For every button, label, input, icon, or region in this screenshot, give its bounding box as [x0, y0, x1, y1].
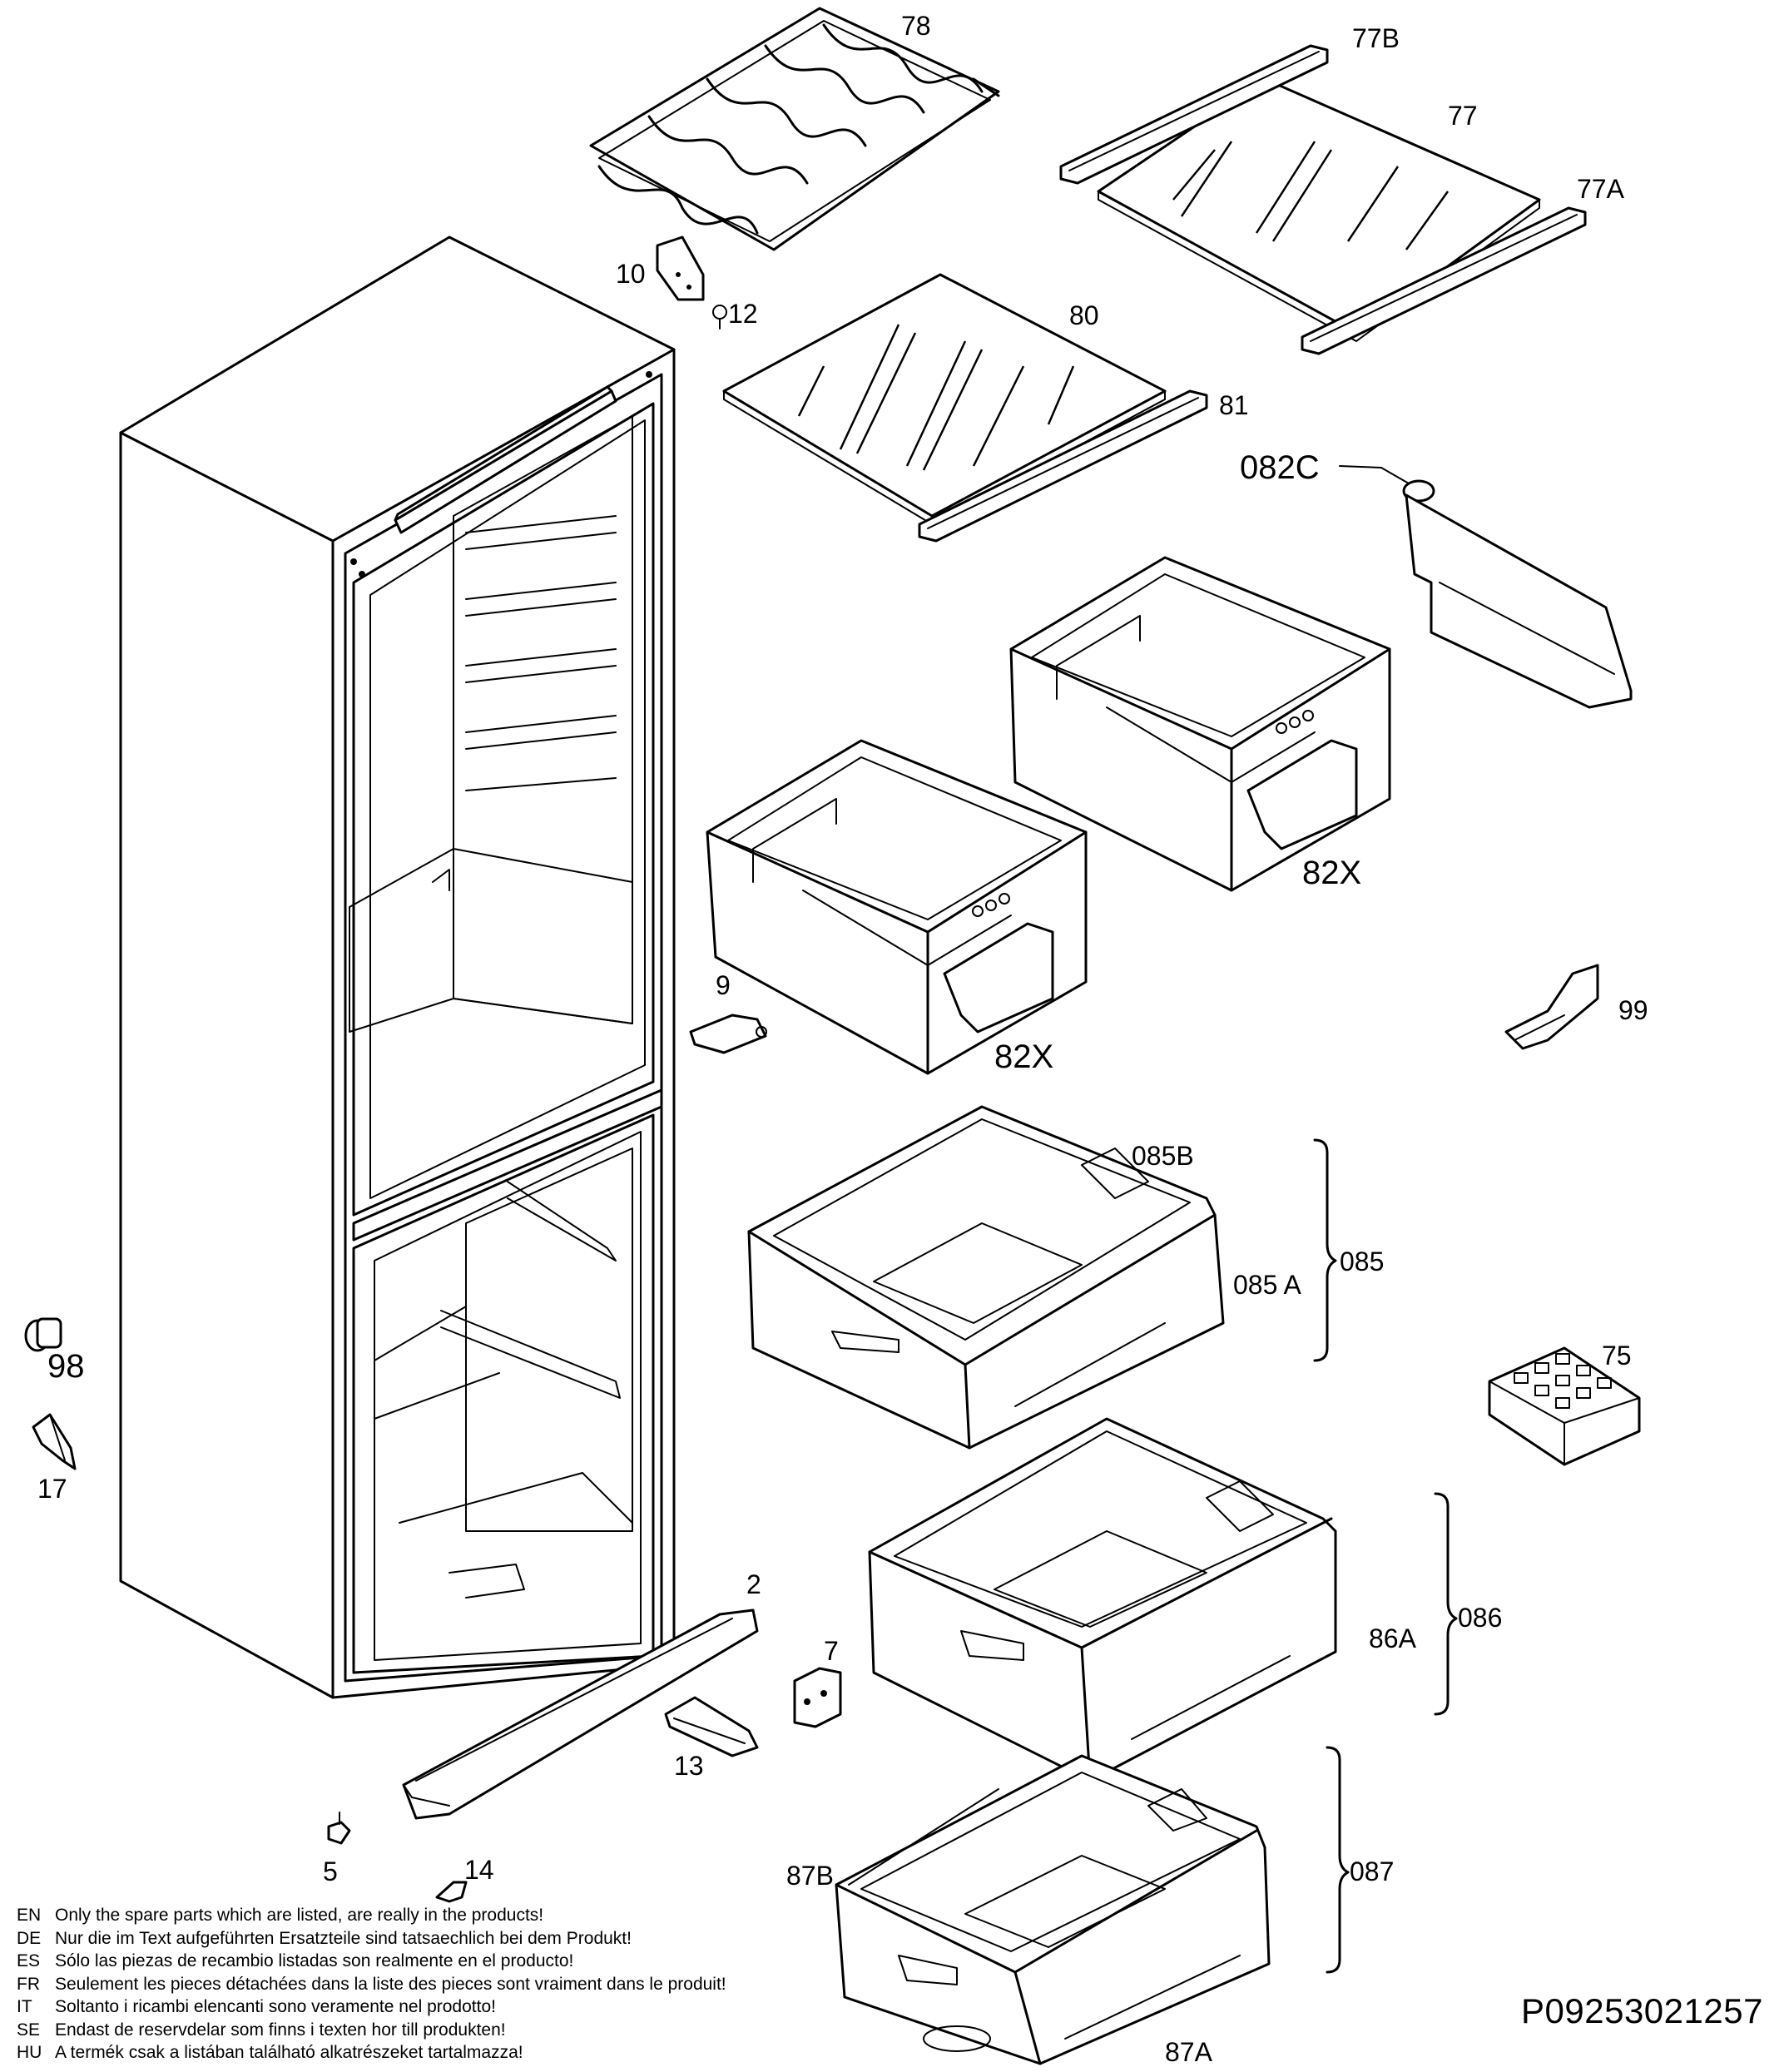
- part-81-shelf-trim: [918, 389, 1208, 543]
- label-7: 7: [824, 1636, 839, 1666]
- part-12-screw: [712, 305, 727, 330]
- part-80-glass-shelf: [722, 273, 1167, 525]
- notice-lang: HU: [17, 2043, 42, 2062]
- label-99: 99: [1618, 995, 1648, 1025]
- notice-lang: SE: [17, 2020, 41, 2040]
- notice-text: Only the spare parts which are listed, a…: [55, 1906, 544, 1925]
- label-14: 14: [464, 1855, 494, 1885]
- part-7-hinge: [793, 1667, 842, 1728]
- notice-text: A termék csak a listában található alkat…: [55, 2043, 523, 2062]
- notice-text: Seulement les pieces détachées dans la l…: [55, 1974, 726, 1994]
- notice-lang: IT: [17, 1997, 32, 2016]
- spare-parts-notice: EN Only the spare parts which are listed,…: [17, 1904, 849, 2065]
- notice-line-en: EN Only the spare parts which are listed,…: [17, 1904, 849, 1927]
- part-99-clip: [1504, 964, 1599, 1050]
- notice-line-es: ES Sólo las piezas de recambio listadas s…: [17, 1950, 849, 1973]
- part-13-bracket: [664, 1696, 759, 1757]
- part-14-clip: [435, 1881, 468, 1903]
- label-17: 17: [37, 1474, 67, 1504]
- group-bracket-086: [1434, 1492, 1458, 1716]
- label-086: 086: [1458, 1603, 1502, 1633]
- notice-lang: DE: [17, 1928, 42, 1948]
- label-82X-left: 82X: [994, 1038, 1053, 1075]
- label-13: 13: [674, 1751, 704, 1781]
- notice-line-fr: FR Seulement les pieces détachées dans la…: [17, 1973, 849, 1996]
- label-082C: 082C: [1240, 449, 1320, 486]
- label-12: 12: [728, 299, 758, 329]
- part-087-freezer-drawer: [835, 1754, 1271, 2065]
- part-82X-crisper-right: [1009, 556, 1391, 892]
- notice-lang: FR: [17, 1974, 40, 1994]
- part-2-plinth: [402, 1609, 759, 1820]
- label-085A: 085 A: [1233, 1270, 1302, 1300]
- group-bracket-085: [1313, 1138, 1337, 1362]
- label-78: 78: [901, 11, 931, 41]
- label-86A: 86A: [1369, 1623, 1417, 1653]
- label-085: 085: [1340, 1247, 1384, 1276]
- part-77A-front-trim: [1301, 206, 1587, 355]
- notice-text: Sólo las piezas de recambio listadas son…: [55, 1951, 574, 1970]
- label-5: 5: [323, 1856, 338, 1886]
- label-9: 9: [716, 970, 731, 1000]
- part-10-bracket: [656, 235, 705, 301]
- part-75-ice-tray: [1488, 1346, 1641, 1466]
- label-085B: 085B: [1132, 1141, 1194, 1171]
- part-77B-rear-trim: [1059, 44, 1329, 185]
- notice-line-it: IT Soltanto i ricambi elencanti sono vera…: [17, 1995, 849, 2019]
- label-80: 80: [1069, 300, 1099, 330]
- label-087: 087: [1350, 1856, 1394, 1886]
- label-77A: 77A: [1577, 174, 1625, 204]
- label-77: 77: [1448, 101, 1478, 131]
- label-82X-right: 82X: [1302, 855, 1361, 891]
- label-77B: 77B: [1352, 23, 1400, 53]
- notice-line-de: DE Nur die im Text aufgeführten Ersatztei…: [17, 1927, 849, 1951]
- notice-line-hu: HU A termék csak a listában található alk…: [17, 2041, 849, 2065]
- label-98: 98: [47, 1348, 85, 1385]
- part-78-bottle-rack: [589, 7, 1000, 251]
- notice-lang: EN: [17, 1906, 42, 1925]
- label-2: 2: [746, 1569, 761, 1599]
- part-085-freezer-drawer: [747, 1105, 1225, 1450]
- part-98-bulb: [24, 1317, 62, 1352]
- notice-text: Endast de reservdelar som finns i texten…: [55, 2020, 506, 2040]
- label-81: 81: [1219, 390, 1249, 420]
- part-5-screw: [327, 1812, 351, 1845]
- label-87B: 87B: [786, 1861, 834, 1891]
- cabinet: [119, 235, 676, 1699]
- notice-text: Nur die im Text aufgeführten Ersatzteile…: [55, 1928, 632, 1948]
- notice-line-se: SE Endast de reservdelar som finns i text…: [17, 2019, 849, 2042]
- part-082C-divider: [1339, 465, 1633, 709]
- notice-text: Soltanto i ricambi elencanti sono verame…: [55, 1997, 496, 2016]
- drawing-number: P09253021257: [1521, 1991, 1763, 2030]
- part-9-hinge: [689, 1014, 767, 1054]
- cabinet-shelf-rails: [465, 515, 617, 791]
- notice-lang: ES: [17, 1951, 41, 1970]
- label-87A: 87A: [1165, 2037, 1213, 2067]
- part-82X-crisper-left: [706, 739, 1088, 1075]
- part-086-freezer-drawer: [868, 1417, 1337, 1782]
- label-10: 10: [616, 259, 646, 289]
- group-bracket-087: [1326, 1746, 1350, 1974]
- part-17-thermostat-knob: [32, 1413, 77, 1470]
- label-75: 75: [1602, 1341, 1632, 1371]
